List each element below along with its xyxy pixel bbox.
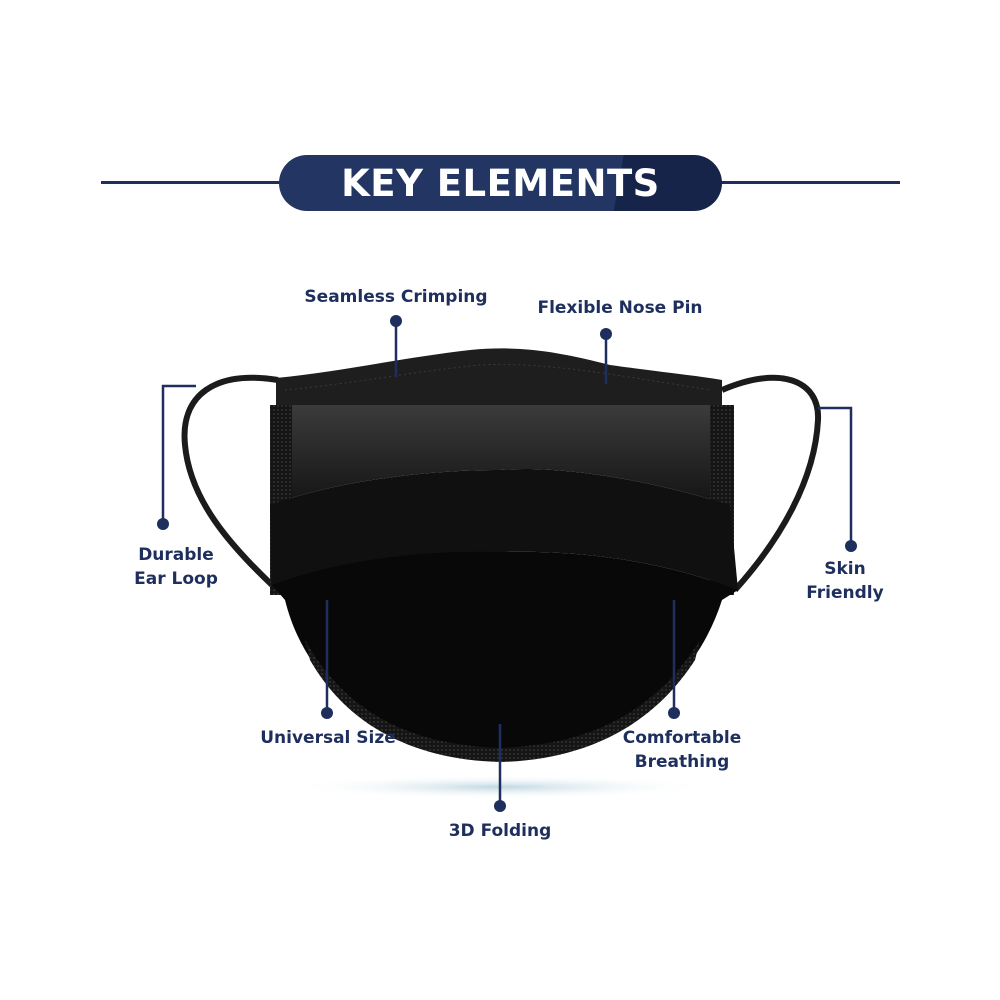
label-durable-ear-loop: Durable Ear Loop <box>116 543 236 591</box>
mask-pleat-3 <box>272 551 738 752</box>
mask-pleat-2 <box>270 469 738 590</box>
callout-3d-folding <box>494 724 506 812</box>
label-line: Durable <box>138 545 214 565</box>
label-line: Friendly <box>806 583 884 603</box>
title-line-right <box>720 181 900 184</box>
label-skin-friendly: Skin Friendly <box>785 557 905 605</box>
mask-top-band <box>276 348 722 410</box>
ear-loop-right <box>720 374 822 593</box>
callout-seamless-crimping <box>390 315 402 377</box>
callout-durable-ear-loop <box>157 384 196 530</box>
label-seamless-crimping: Seamless Crimping <box>304 287 488 307</box>
callout-universal-size <box>321 600 333 719</box>
callout-comfortable-breathing <box>668 600 680 719</box>
label-line: Breathing <box>634 752 730 772</box>
label-line: Ear Loop <box>134 569 218 589</box>
ear-loop-left <box>181 374 279 588</box>
label-universal-size: Universal Size <box>260 728 396 748</box>
mask-pleat-1 <box>270 405 730 505</box>
title-line-left <box>101 181 281 184</box>
label-comfortable-breathing: Comfortable Breathing <box>602 726 762 774</box>
label-line: Comfortable <box>622 728 742 748</box>
title-banner: KEY ELEMENTS <box>279 155 722 211</box>
label-line: Skin <box>824 559 866 579</box>
label-flexible-nose-pin: Flexible Nose Pin <box>537 298 703 318</box>
callout-flexible-nose-pin <box>600 328 612 384</box>
callout-skin-friendly <box>818 406 857 552</box>
page-title: KEY ELEMENTS <box>341 162 660 205</box>
label-3d-folding: 3D Folding <box>448 821 552 841</box>
